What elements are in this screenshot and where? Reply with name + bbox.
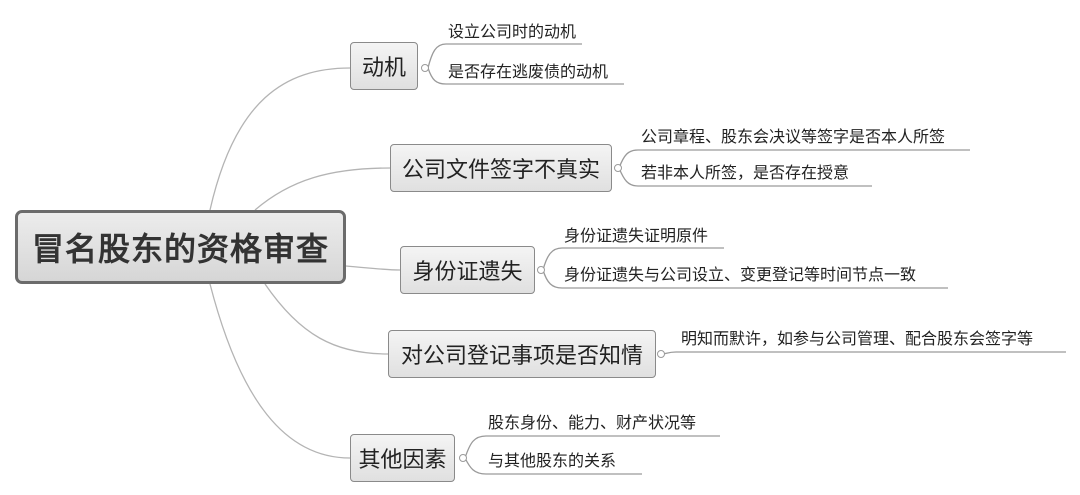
collapse-knob-icon[interactable] <box>421 64 429 72</box>
leaf-shareholder-identity[interactable]: 股东身份、能力、财产状况等 <box>488 413 697 432</box>
connector-root-awareness <box>264 283 389 355</box>
connector-root-signature <box>254 167 391 211</box>
collapse-knob-icon[interactable] <box>657 350 665 358</box>
leaf-debt-evasion-motive[interactable]: 是否存在逃废债的动机 <box>448 62 609 81</box>
leaf-authorization[interactable]: 若非本人所签，是否存在授意 <box>641 163 850 182</box>
leaf-loss-certificate[interactable]: 身份证遗失证明原件 <box>564 226 709 245</box>
collapse-knob-icon[interactable] <box>459 454 467 462</box>
branch-signature-not-genuine[interactable]: 公司文件签字不真实 <box>390 144 612 192</box>
branch-registration-awareness[interactable]: 对公司登记事项是否知情 <box>388 330 656 378</box>
branch-other-factors[interactable]: 其他因素 <box>350 434 455 482</box>
branch-id-card-lost[interactable]: 身份证遗失 <box>400 246 535 294</box>
root-topic[interactable]: 冒名股东的资格审查 <box>15 210 346 284</box>
leaf-timeline-consistent[interactable]: 身份证遗失与公司设立、变更登记等时间节点一致 <box>564 265 917 284</box>
leaf-relation-other-shareholders[interactable]: 与其他股东的关系 <box>488 451 617 470</box>
leaf-motive-at-setup[interactable]: 设立公司时的动机 <box>448 22 577 41</box>
connector-root-others <box>209 283 351 459</box>
collapse-knob-icon[interactable] <box>614 164 622 172</box>
collapse-knob-icon[interactable] <box>537 266 545 274</box>
leaf-knowingly-acquiesce[interactable]: 明知而默许，如参与公司管理、配合股东会签字等 <box>681 329 1034 348</box>
connector-root-idloss <box>345 265 401 271</box>
connector-root-motive <box>209 67 351 211</box>
leaf-signed-by-self[interactable]: 公司章程、股东会决议等签字是否本人所签 <box>641 127 946 146</box>
branch-motive[interactable]: 动机 <box>350 42 418 90</box>
